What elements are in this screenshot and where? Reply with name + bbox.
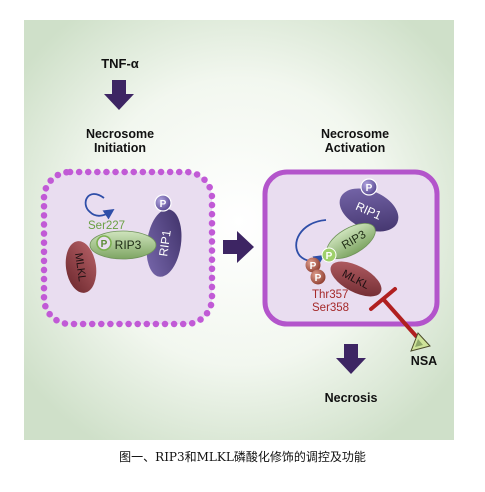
rip1-protein: RIP1 xyxy=(339,188,399,232)
mlkl-label: MLKL xyxy=(72,252,88,282)
svg-text:P: P xyxy=(101,239,108,250)
stage1-title-line2: Initiation xyxy=(94,141,146,155)
inhibition-bar-icon xyxy=(369,287,418,338)
outcome-label: Necrosis xyxy=(325,391,378,405)
svg-text:P: P xyxy=(326,251,333,262)
stage2-title-line2: Activation xyxy=(325,141,385,155)
mlkl-site-label-1: Thr357 xyxy=(312,289,348,301)
rip1-phospho-badge: P xyxy=(154,194,172,212)
stimulus-label: TNF-α xyxy=(101,56,139,71)
triangle-icon xyxy=(410,332,431,352)
down-arrow-icon xyxy=(104,80,134,110)
svg-text:P: P xyxy=(366,183,373,194)
mlkl-phospho-badge-2: P xyxy=(310,269,326,285)
mlkl-protein: MLKL xyxy=(65,241,97,293)
mlkl-site-label-2: Ser358 xyxy=(312,302,349,314)
mlkl-phospho-badge-1: P xyxy=(305,257,321,273)
svg-text:P: P xyxy=(315,273,322,284)
activation-cell: RIP1 P RIP3 P MLKL P P T xyxy=(262,169,440,338)
inhibitor-label: NSA xyxy=(411,354,437,368)
rip1-protein: RIP1 xyxy=(146,209,182,277)
feedback-arrow-icon xyxy=(84,193,115,220)
rip3-label: RIP3 xyxy=(115,238,142,252)
rip1-phospho-badge: P xyxy=(360,178,378,196)
right-arrow-icon xyxy=(223,231,254,263)
rip3-phospho-badge: P xyxy=(321,247,337,263)
svg-text:P: P xyxy=(160,199,167,210)
stage1-title-line1: Necrosome xyxy=(86,127,154,141)
figure-caption: 图一、RIP3和MLKL磷酸化修饰的调控及功能 xyxy=(119,450,366,464)
stage2-title-line1: Necrosome xyxy=(321,127,389,141)
rip3-site-label: Ser227 xyxy=(88,220,125,232)
rip3-phospho-badge: P xyxy=(96,235,112,251)
svg-text:P: P xyxy=(310,261,317,272)
down-arrow-icon xyxy=(336,344,366,374)
initiation-cell: RIP1 P MLKL RIP3 P Ser227 xyxy=(40,168,216,328)
dotted-membrane xyxy=(40,168,216,328)
rip1-label: RIP1 xyxy=(156,229,174,258)
